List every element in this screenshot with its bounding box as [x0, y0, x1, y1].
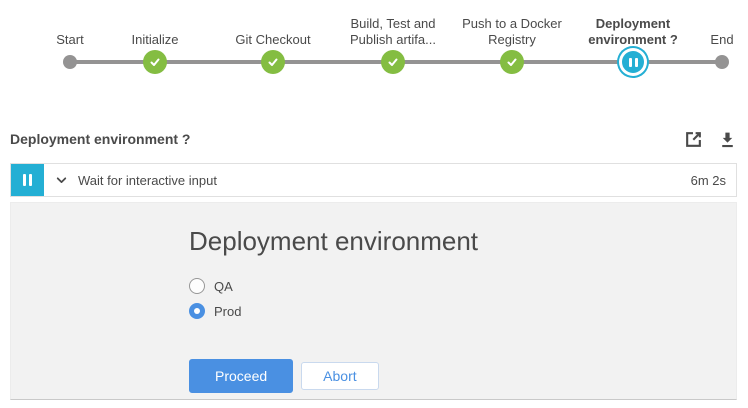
- input-form-buttons: Proceed Abort: [189, 359, 736, 393]
- input-form-title: Deployment environment: [189, 226, 479, 256]
- stage-title: Deployment environment ?: [10, 131, 191, 147]
- step-label: Wait for interactive input: [78, 172, 217, 188]
- radio-group: QA Prod: [189, 278, 736, 319]
- stage-detail-section: Deployment environment ?: [10, 124, 737, 400]
- radio-option-label: QA: [214, 278, 233, 294]
- stage-node-not_built[interactable]: [63, 55, 77, 69]
- check-icon: [268, 58, 278, 66]
- stage-node-success[interactable]: [261, 50, 285, 74]
- stage-label: Git Checkout: [235, 32, 311, 47]
- radio-icon[interactable]: [189, 278, 205, 294]
- stage-node-success[interactable]: [500, 50, 524, 74]
- stage-header: Deployment environment ?: [10, 124, 737, 154]
- check-icon: [388, 58, 398, 66]
- open-in-new-tab-icon[interactable]: [684, 130, 703, 149]
- radio-option[interactable]: QA: [189, 278, 233, 294]
- pause-icon: [628, 57, 632, 67]
- step-row[interactable]: Wait for interactive input 6m 2s: [10, 163, 737, 197]
- radio-option-label: Prod: [214, 303, 242, 319]
- stage-label: Deployment environment ?: [588, 16, 678, 47]
- stage-label: Build, Test and Publish artifa...: [350, 16, 436, 47]
- stage-node-not_built[interactable]: [715, 55, 729, 69]
- stage-label: Start: [56, 32, 84, 47]
- check-icon: [507, 58, 517, 66]
- stage-node-success[interactable]: [381, 50, 405, 74]
- abort-button[interactable]: Abort: [301, 362, 379, 390]
- download-log-icon[interactable]: [718, 130, 737, 149]
- chevron-down-icon[interactable]: [55, 174, 68, 187]
- radio-icon[interactable]: [189, 303, 205, 319]
- pipeline-graph: Start Initialize Git Checkout Build, Test a…: [0, 0, 748, 100]
- pause-icon: [11, 164, 44, 196]
- stage-label: Push to a Docker Registry: [462, 16, 562, 47]
- stage-header-actions: [684, 130, 737, 149]
- input-panel: Deployment environment QA Prod Proceed Ab…: [10, 202, 737, 400]
- stage-label: Initialize: [131, 32, 179, 47]
- stage-node-success[interactable]: [143, 50, 167, 74]
- stage-label: End: [710, 32, 734, 47]
- proceed-button[interactable]: Proceed: [189, 359, 294, 393]
- stage-node-paused[interactable]: [622, 51, 644, 73]
- radio-option[interactable]: Prod: [189, 303, 241, 319]
- check-icon: [150, 58, 160, 66]
- step-duration: 6m 2s: [690, 172, 726, 188]
